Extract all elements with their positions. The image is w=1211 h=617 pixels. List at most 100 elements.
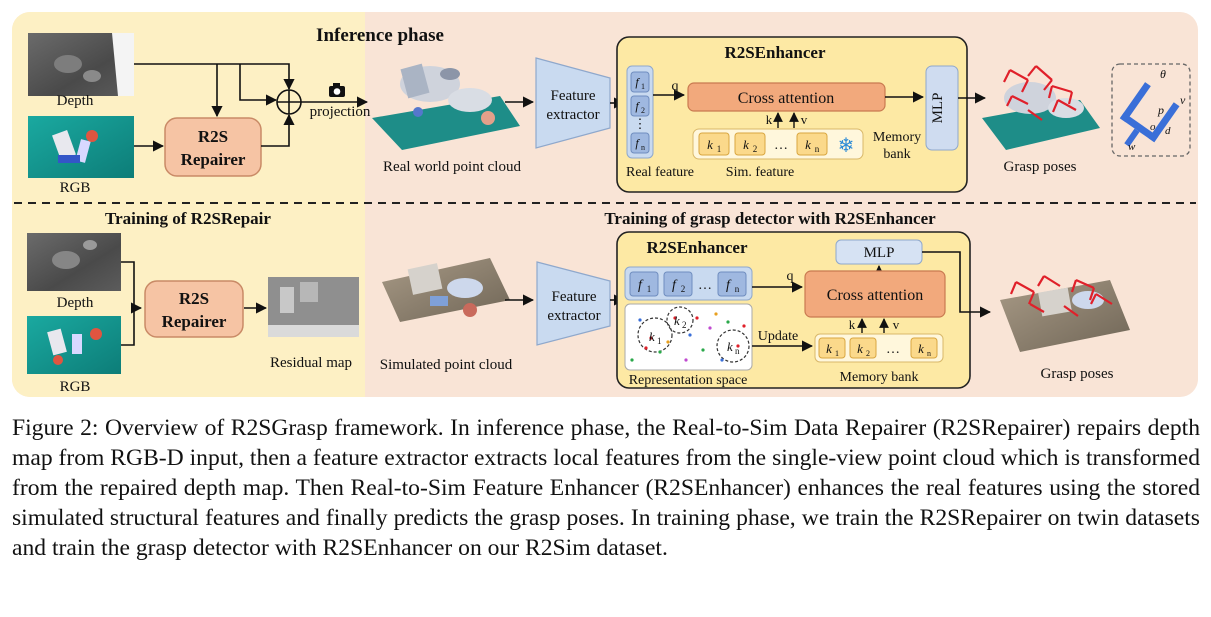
- real-world-point-cloud: [372, 63, 520, 150]
- svg-text:f: f: [672, 278, 678, 293]
- arrow-depth-branch: [239, 64, 278, 106]
- representation-space: [624, 303, 753, 371]
- training-key-k2: k 2: [849, 337, 877, 359]
- arrow-repairer-to-projection: [261, 113, 295, 147]
- training-feature-ellipsis: …: [698, 278, 712, 293]
- real-feature-vdots: ⋮: [634, 116, 647, 131]
- training-repair-title: Training of R2SRepair: [105, 209, 271, 228]
- svg-text:k: k: [918, 341, 924, 356]
- gripper-theta: θ: [1160, 67, 1166, 81]
- representation-k1-sub: 1: [657, 336, 662, 346]
- svg-text:f: f: [726, 278, 732, 293]
- training-feature-extractor: Feature extractor: [536, 261, 611, 346]
- figure-caption: Figure 2: Overview of R2SGrasp framework…: [12, 413, 1200, 563]
- svg-text:n: n: [641, 143, 645, 152]
- caption-text: Overview of R2SGrasp framework. In infer…: [12, 415, 1200, 561]
- svg-text:n: n: [927, 349, 931, 358]
- svg-text:1: 1: [641, 82, 645, 91]
- svg-text:k: k: [805, 137, 811, 152]
- inference-grasp-poses: [982, 65, 1100, 150]
- svg-text:1: 1: [647, 284, 652, 294]
- training-extractor-line1: Feature: [552, 289, 597, 305]
- arrow-depth-to-projection: [134, 63, 295, 91]
- update-label: Update: [758, 329, 798, 344]
- representation-scatter: [630, 306, 750, 363]
- gripper-d: d: [1165, 125, 1171, 137]
- inference-mlp-box: [925, 65, 959, 151]
- projection-label: projection: [310, 104, 371, 120]
- sim-key-k1: k 1: [698, 132, 730, 156]
- real-feature-f1: f 1: [630, 71, 650, 93]
- real-feature-label: Real feature: [626, 165, 694, 180]
- training-key-kn: k n: [910, 337, 938, 359]
- training-cross-attention: [804, 270, 946, 318]
- training-q-label: q: [787, 269, 794, 284]
- inference-extractor-line2: extractor: [546, 107, 599, 123]
- sim-key-ellipsis: …: [774, 138, 788, 153]
- arrow-train-mlp-to-grasp: [922, 251, 992, 318]
- training-key-k1: k 1: [818, 337, 846, 359]
- training-rgb-image: [27, 316, 121, 374]
- sim-feature-label: Sim. feature: [726, 165, 794, 180]
- caption-label: Figure 2:: [12, 415, 99, 441]
- svg-text:f: f: [638, 278, 644, 293]
- inference-k-label: k: [766, 112, 773, 127]
- inference-rgb-label: RGB: [60, 180, 91, 196]
- training-grasp-poses: [1000, 275, 1130, 352]
- inference-extractor-line1: Feature: [551, 88, 596, 104]
- arrow-train-depth-to-repairer: [121, 261, 143, 314]
- gripper-v: v: [1180, 93, 1186, 107]
- real-point-cloud-label: Real world point cloud: [383, 159, 521, 175]
- inference-enhancer-title: R2SEnhancer: [724, 43, 826, 62]
- inference-phase-title: Inference phase: [316, 25, 444, 46]
- svg-text:f: f: [635, 136, 640, 150]
- svg-text:n: n: [815, 144, 820, 154]
- training-enhancer-title: R2SEnhancer: [646, 238, 748, 257]
- inference-depth-label: Depth: [57, 93, 94, 109]
- training-mlp-label: MLP: [864, 245, 895, 261]
- svg-text:k: k: [707, 137, 713, 152]
- training-feature-fn: f n: [717, 271, 747, 297]
- representation-k2: k: [674, 313, 680, 328]
- inference-repairer-line2: Repairer: [181, 150, 246, 169]
- gripper-p: p: [1157, 103, 1164, 117]
- training-repairer-box: R2S Repairer: [144, 280, 244, 338]
- inference-repairer-box: R2S Repairer: [164, 117, 262, 177]
- training-k-label: k: [849, 317, 856, 332]
- sim-key-kn: k n: [796, 132, 828, 156]
- training-repairer-line1: R2S: [179, 289, 209, 308]
- svg-text:f: f: [635, 99, 640, 113]
- training-repairer-line2: Repairer: [162, 312, 227, 331]
- arrow-train-rgb-to-repairer: [121, 308, 135, 346]
- memory-bank-line2: bank: [883, 147, 910, 162]
- training-detector-title: Training of grasp detector with R2SEnhan…: [604, 209, 936, 228]
- inference-feature-extractor: Feature extractor: [535, 57, 611, 149]
- inference-depth-image: [28, 33, 134, 96]
- svg-text:n: n: [735, 284, 740, 294]
- svg-text:2: 2: [641, 106, 645, 115]
- training-memory-bank-label: Memory bank: [840, 370, 919, 385]
- svg-text:k: k: [743, 137, 749, 152]
- inference-rgb-image: [28, 116, 134, 178]
- inference-q-label: q: [672, 79, 679, 94]
- training-key-ellipsis: …: [886, 342, 900, 357]
- training-rgb-label: RGB: [60, 379, 91, 395]
- training-depth-label: Depth: [57, 295, 94, 311]
- svg-text:k: k: [857, 341, 863, 356]
- gripper-o: o: [1150, 121, 1156, 133]
- camera-icon: [329, 83, 345, 97]
- svg-text:2: 2: [681, 284, 686, 294]
- training-feature-f1: f 1: [629, 271, 659, 297]
- training-depth-image: [27, 233, 121, 291]
- projection-plus-icon: [276, 89, 302, 115]
- gripper-pose-diagram: θ v p o d w: [1111, 63, 1191, 157]
- training-extractor-line2: extractor: [547, 308, 600, 324]
- svg-text:1: 1: [717, 144, 722, 154]
- svg-text:f: f: [635, 75, 640, 89]
- residual-map-label: Residual map: [270, 355, 352, 371]
- real-feature-fn: f n: [630, 132, 650, 154]
- training-v-label: v: [893, 317, 900, 332]
- simulated-point-cloud: [382, 258, 510, 322]
- snowflake-icon: ❄: [838, 135, 855, 157]
- representation-kn: k: [727, 339, 733, 354]
